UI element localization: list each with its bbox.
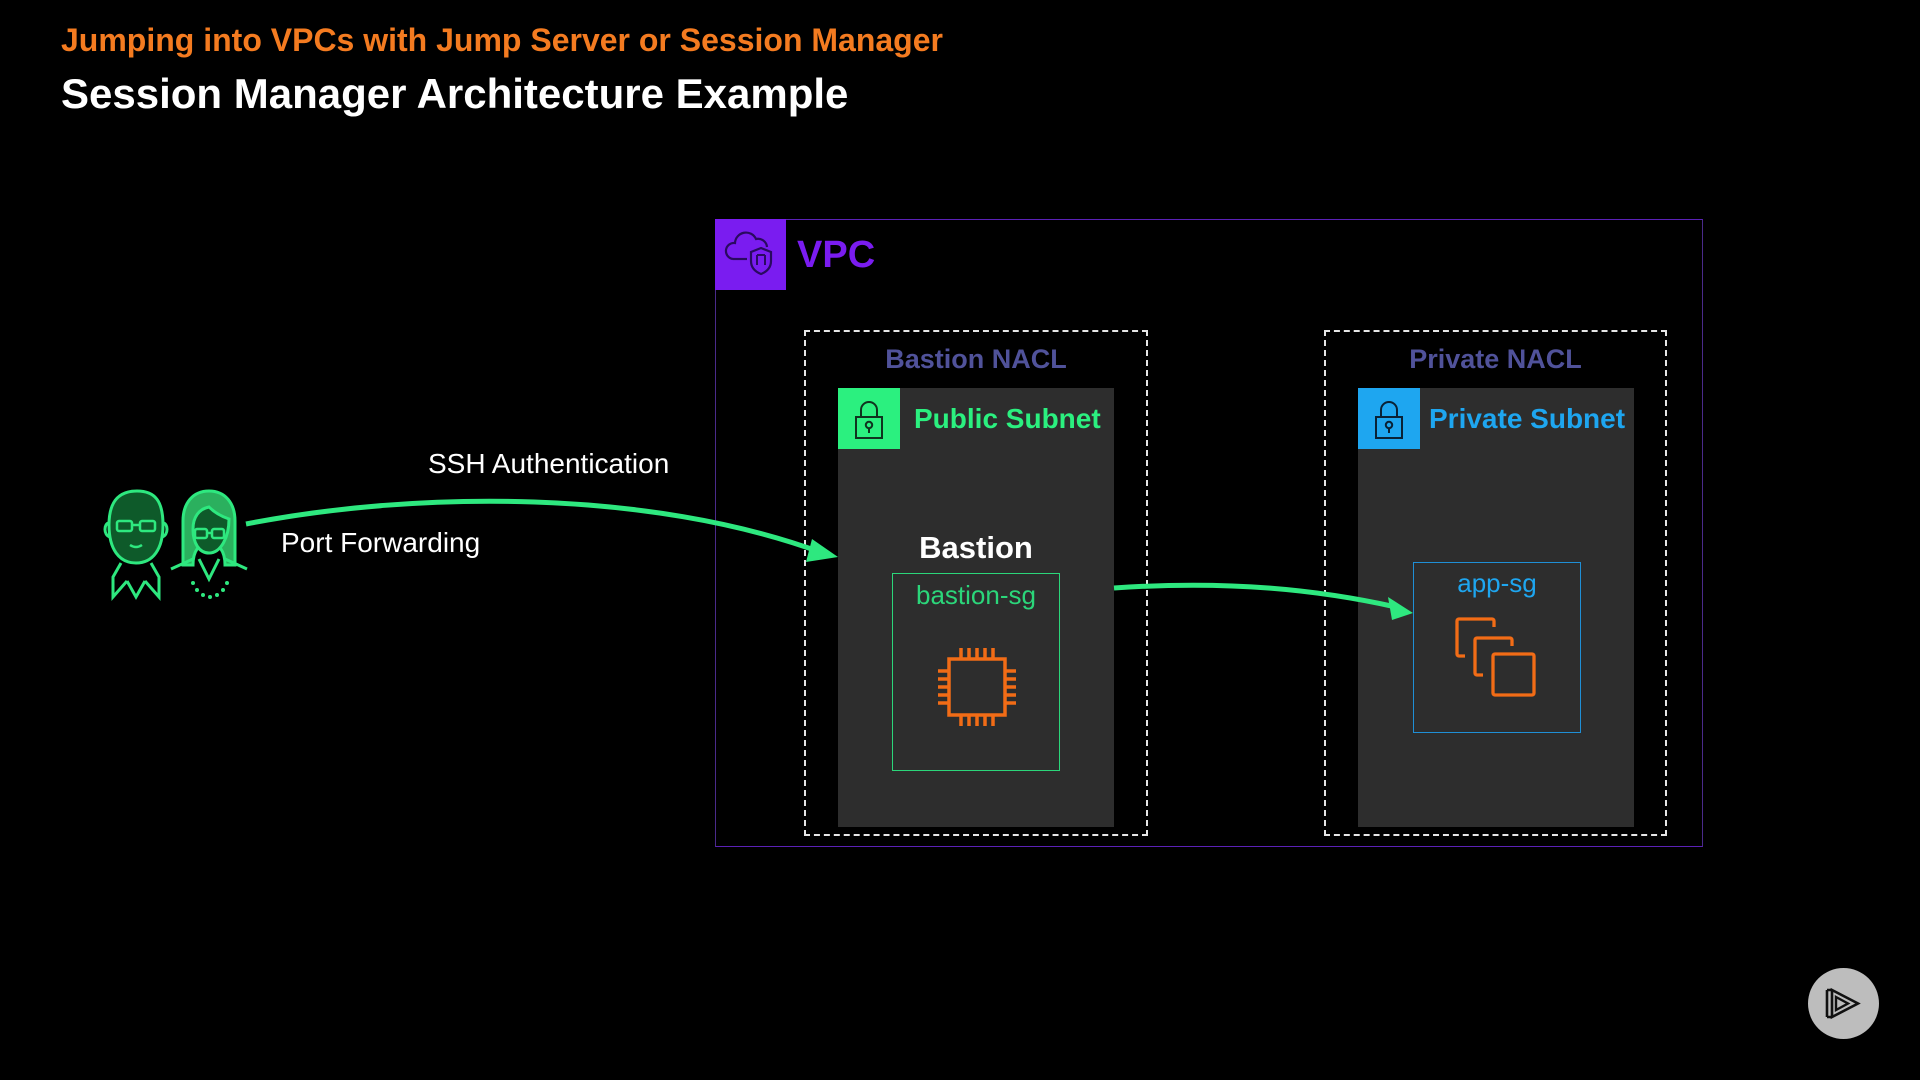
private-subnet-label: Private Subnet [1429,403,1626,434]
vpc-cloud-shield-icon [724,231,773,276]
slide-title: Session Manager Architecture Example [61,70,849,117]
ssh-authentication-label: SSH Authentication [428,448,670,479]
public-subnet-panel [838,388,1114,827]
play-logo-icon [1825,987,1861,1020]
private-subnet-badge [1358,388,1420,449]
user-to-bastion-arrowhead [806,539,838,562]
vpc-badge [715,219,786,290]
private-nacl-boundary [1324,330,1667,836]
ec2-instance-chip-icon [938,648,1016,726]
port-forwarding-label: Port Forwarding [281,527,481,558]
public-subnet-badge [838,388,900,449]
bastion-security-group [892,573,1060,771]
bastion-to-app-arrowhead [1388,597,1413,620]
user-to-bastion-arrow [245,498,821,555]
users-icon [103,489,248,601]
private-nacl-label: Private NACL [1409,344,1582,374]
lock-icon [855,401,883,439]
vpc-container [715,219,1703,847]
bastion-to-app-arrow [1113,582,1397,610]
player-button[interactable] [1808,968,1879,1039]
section-subtitle: Jumping into VPCs with Jump Server or Se… [61,22,943,58]
vpc-label: VPC [797,234,876,276]
app-security-group [1413,562,1581,733]
ec2-instances-icon [1455,617,1536,697]
bastion-instance-label: Bastion [919,530,1033,565]
lock-icon [1375,401,1403,439]
bastion-nacl-boundary [804,330,1148,836]
public-subnet-label: Public Subnet [914,403,1101,434]
bastion-nacl-label: Bastion NACL [885,344,1067,374]
bastion-sg-label: bastion-sg [916,580,1036,610]
app-sg-label: app-sg [1457,568,1537,598]
